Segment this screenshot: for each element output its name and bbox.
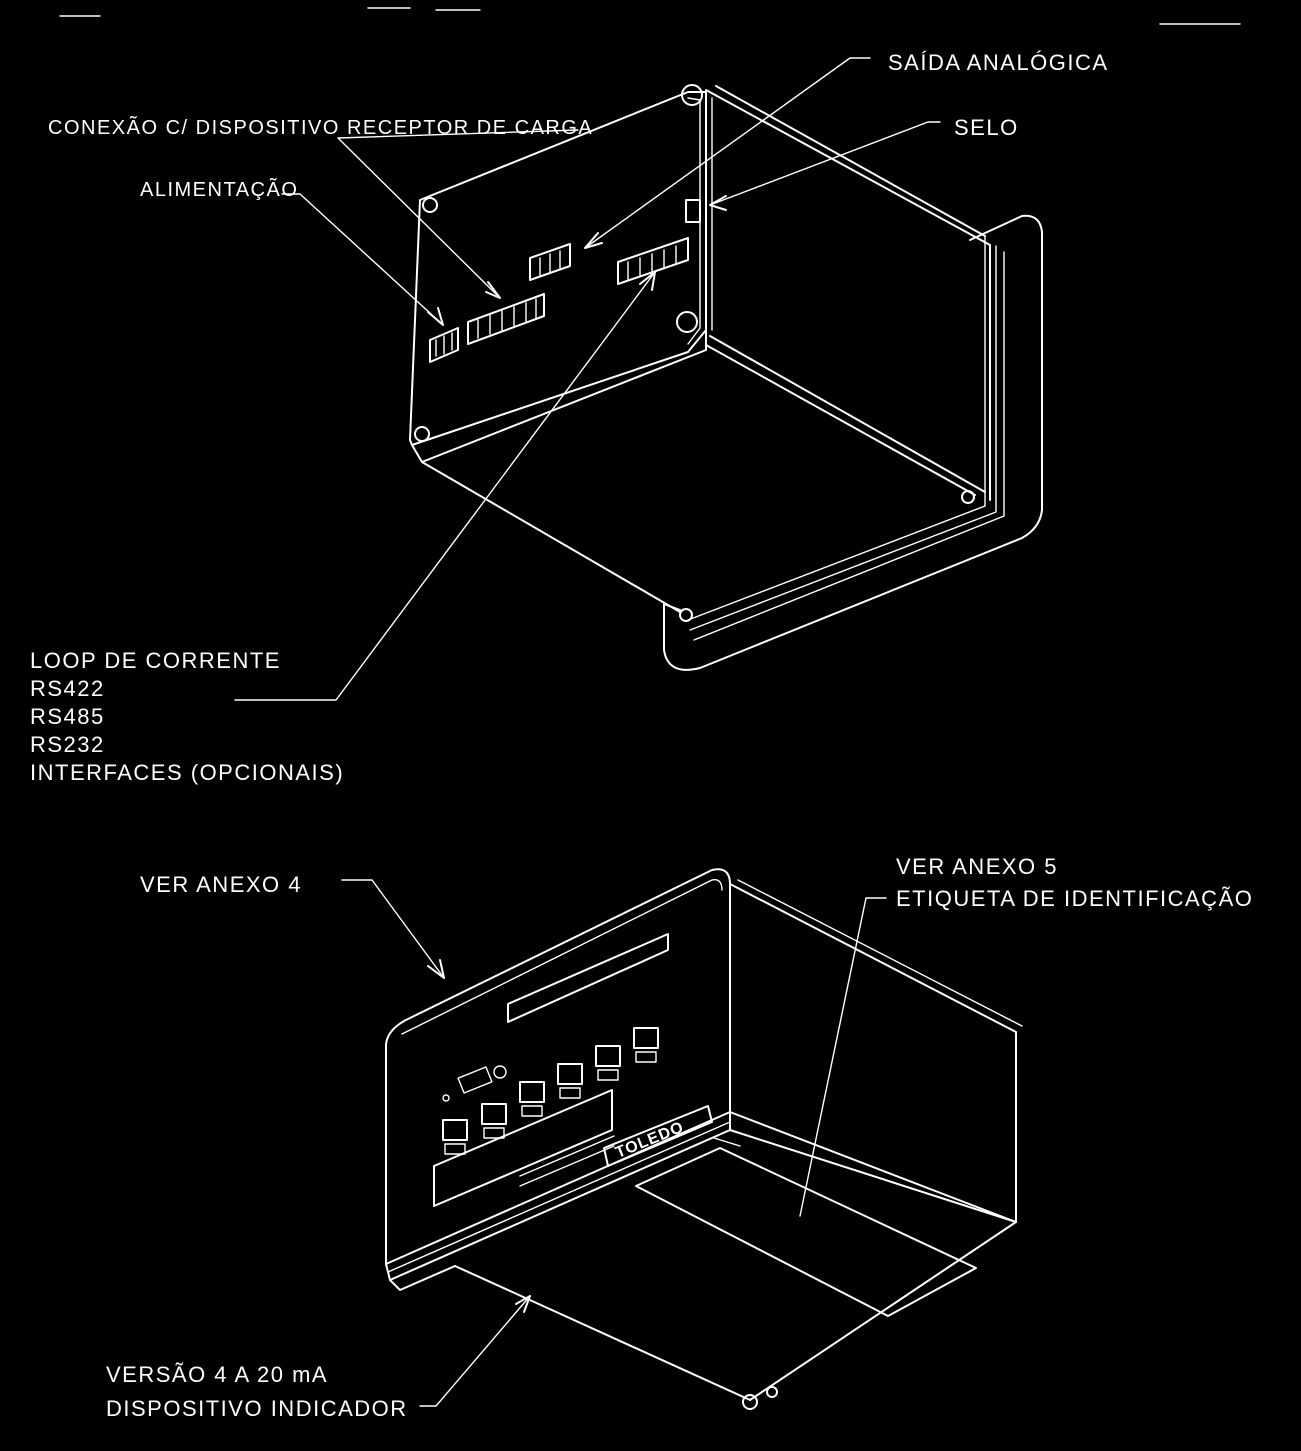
interfaces-line: RS422 <box>30 676 105 701</box>
label-indicator-device: DISPOSITIVO INDICADOR <box>106 1396 408 1421</box>
leader-device <box>419 1295 531 1407</box>
analog-output-connector <box>529 243 571 281</box>
housing-top-edge <box>705 89 991 246</box>
load-receiver-connector <box>467 293 545 345</box>
brand-badge <box>603 1105 713 1167</box>
key <box>595 1045 621 1067</box>
interfaces-line: RS232 <box>30 732 105 757</box>
key <box>519 1081 545 1103</box>
label-identification-label: ETIQUETA DE IDENTIFICAÇÃO <box>896 886 1253 911</box>
corner-screw <box>679 608 693 622</box>
front-housing: TOLEDO <box>341 868 1023 1410</box>
key <box>442 1119 468 1141</box>
corner-bolt <box>681 84 703 106</box>
label-version: VERSÃO 4 A 20 mA <box>106 1362 328 1387</box>
lower-panel <box>433 1089 613 1207</box>
label-power: ALIMENTAÇÃO <box>140 177 298 201</box>
label-analog-output: SAÍDA ANALÓGICA <box>888 50 1109 75</box>
leader-load-receiver <box>337 129 579 299</box>
leader-annex-4 <box>341 879 445 979</box>
label-see-annex-5: VER ANEXO 5 <box>896 854 1058 879</box>
interfaces-line: INTERFACES (OPCIONAIS) <box>30 760 344 785</box>
key <box>557 1063 583 1085</box>
corner-screw <box>414 426 430 442</box>
interfaces-connector <box>617 237 689 285</box>
housing-side <box>729 883 1017 1223</box>
keypad <box>442 1027 659 1155</box>
label-load-receiver-connection: CONEXÃO C/ DISPOSITIVO RECEPTOR DE CARGA <box>48 115 593 139</box>
scan-noise <box>59 7 1241 25</box>
interfaces-line: LOOP DE CORRENTE <box>30 648 281 673</box>
label-see-annex-4: VER ANEXO 4 <box>140 872 302 897</box>
key <box>633 1027 659 1049</box>
foot-screw <box>742 1394 758 1410</box>
display-window <box>507 933 669 1023</box>
key <box>481 1103 507 1125</box>
leader-seal <box>709 121 941 206</box>
leader-analog-output <box>584 57 871 249</box>
foot-screw <box>766 1386 778 1398</box>
corner-screw <box>422 197 438 213</box>
identification-label-plate <box>635 1147 977 1317</box>
label-seal: SELO <box>954 115 1019 140</box>
seal <box>685 199 701 223</box>
housing-bottom-edge <box>421 461 681 613</box>
corner-screw <box>961 490 975 504</box>
leader-power <box>281 193 444 326</box>
label-interfaces-block: LOOP DE CORRENTE RS422 RS485 RS232 INTER… <box>30 648 344 785</box>
rear-panel <box>409 91 707 446</box>
power-connector <box>429 327 459 363</box>
leader-interfaces <box>234 271 656 701</box>
rear-housing <box>234 57 1043 701</box>
housing-bottom <box>454 1221 1017 1401</box>
leader-annex-5 <box>799 897 887 1217</box>
interfaces-line: RS485 <box>30 704 105 729</box>
corner-bolt <box>676 311 698 333</box>
front-bezel <box>663 214 1043 671</box>
